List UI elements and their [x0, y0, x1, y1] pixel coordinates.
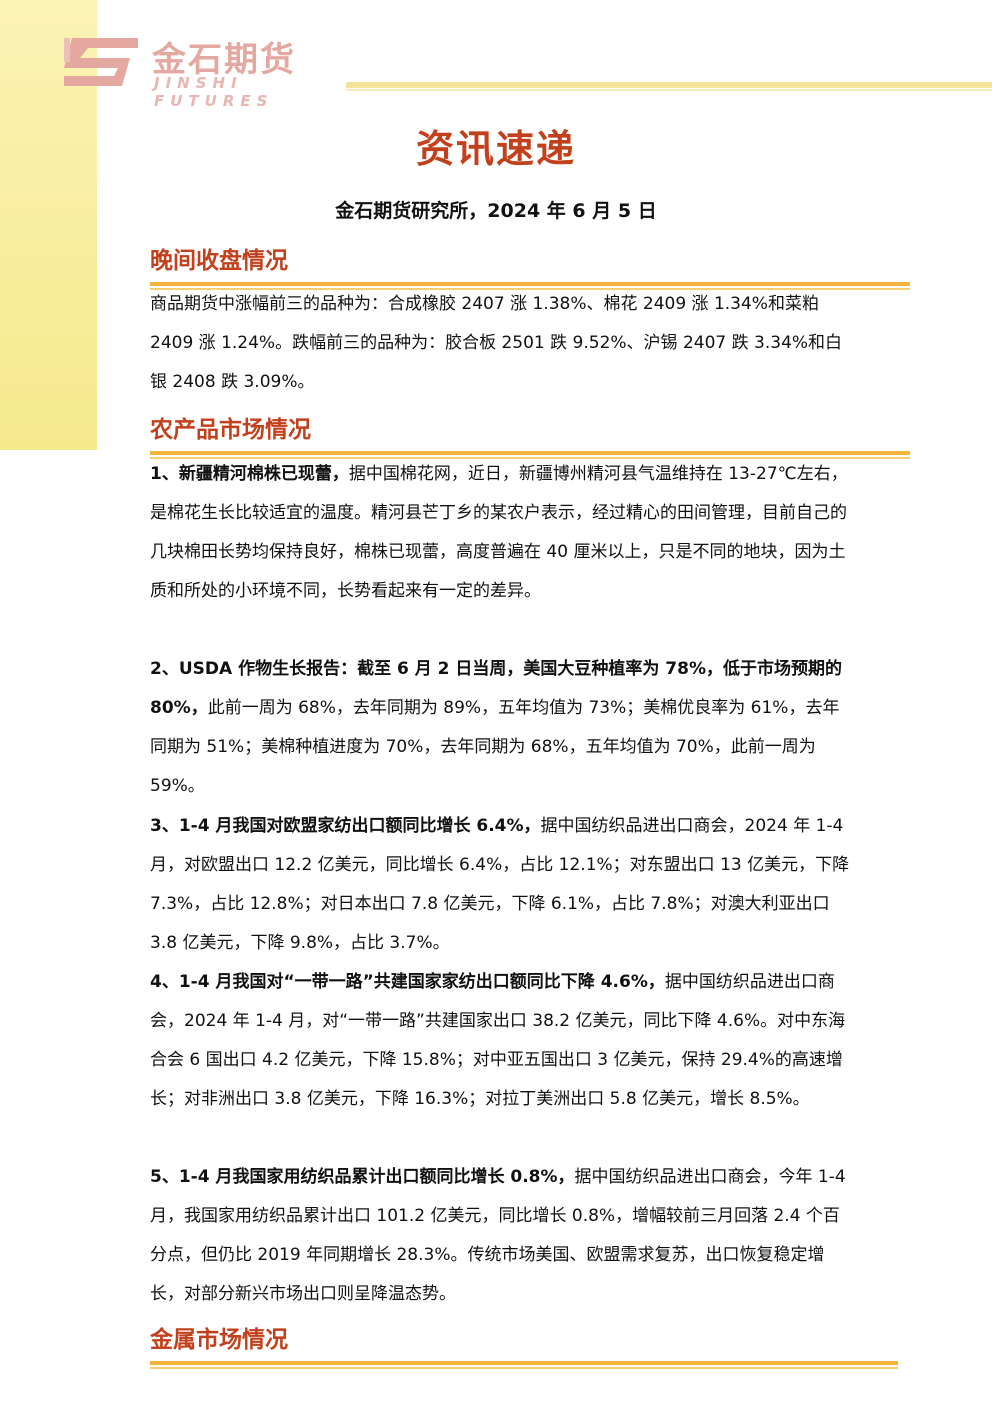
- logo-chinese-name: 金石期货: [152, 40, 296, 80]
- section-rule-thin: [150, 457, 910, 459]
- section-rule-thin: [150, 288, 910, 290]
- section-metal-heading: 金属市场情况: [150, 1325, 898, 1369]
- section-agri-heading: 农产品市场情况: [150, 415, 910, 459]
- agri-item-1: 1、新疆精河棉株已现蕾，据中国棉花网，近日，新疆博州精河县气温维持在 13-27…: [150, 455, 850, 611]
- agri-item-2-lead: 2、USDA 作物生长报告：截至 6 月 2 日当周，美国大豆种植率为 78%，…: [150, 659, 843, 718]
- section-agri-title: 农产品市场情况: [150, 417, 311, 443]
- agri-item-3: 3、1-4 月我国对欧盟家纺出口额同比增长 6.4%，据中国纺织品进出口商会，2…: [150, 807, 850, 963]
- page-subtitle: 金石期货研究所，2024 年 6 月 5 日: [335, 200, 657, 222]
- section-evening-title: 晚间收盘情况: [150, 248, 288, 274]
- agri-item-4-body: 据中国纺织品进出口商会，2024 年 1-4 月，对“一带一路”共建国家出口 3…: [150, 972, 846, 1109]
- section-metal-title: 金属市场情况: [150, 1327, 288, 1353]
- header-rule: [346, 82, 992, 88]
- section-evening-heading: 晚间收盘情况: [150, 246, 910, 290]
- agri-item-3-lead: 3、1-4 月我国对欧盟家纺出口额同比增长 6.4%，: [150, 816, 541, 836]
- agri-item-2-body: 此前一周为 68%，去年同期为 89%，五年均值为 73%；美棉优良率为 61%…: [150, 698, 840, 796]
- logo-english-name: JINSHI FUTURES: [154, 74, 274, 110]
- agri-item-3-body: 据中国纺织品进出口商会，2024 年 1-4 月，对欧盟出口 12.2 亿美元，…: [150, 816, 850, 953]
- agri-item-5-body: 据中国纺织品进出口商会，今年 1-4 月，我国家用纺织品累计出口 101.2 亿…: [150, 1167, 846, 1304]
- agri-item-2: 2、USDA 作物生长报告：截至 6 月 2 日当周，美国大豆种植率为 78%，…: [150, 650, 850, 806]
- agri-item-1-lead: 1、新疆精河棉株已现蕾，: [150, 464, 349, 484]
- agri-item-1-body: 据中国棉花网，近日，新疆博州精河县气温维持在 13-27℃左右，是棉花生长比较适…: [150, 464, 848, 601]
- agri-item-4-lead: 4、1-4 月我国对“一带一路”共建国家家纺出口额同比下降 4.6%，: [150, 972, 665, 992]
- logo-mark-icon: [64, 38, 138, 86]
- section-rule: [150, 1361, 898, 1365]
- section-rule-thin: [150, 1367, 898, 1369]
- section-evening-text: 商品期货中涨幅前三的品种为：合成橡胶 2407 涨 1.38%、棉花 2409 …: [150, 294, 843, 392]
- company-logo: 金石期货 JINSHI FUTURES: [60, 32, 360, 110]
- agri-item-4: 4、1-4 月我国对“一带一路”共建国家家纺出口额同比下降 4.6%，据中国纺织…: [150, 963, 850, 1119]
- header-rule-thin: [346, 89, 992, 91]
- page-title: 资讯速递: [415, 127, 576, 171]
- side-color-band: [0, 0, 97, 450]
- agri-item-5: 5、1-4 月我国家用纺织品累计出口额同比增长 0.8%，据中国纺织品进出口商会…: [150, 1158, 850, 1314]
- section-rule: [150, 451, 910, 455]
- agri-item-5-lead: 5、1-4 月我国家用纺织品累计出口额同比增长 0.8%，: [150, 1167, 575, 1187]
- section-rule: [150, 282, 910, 286]
